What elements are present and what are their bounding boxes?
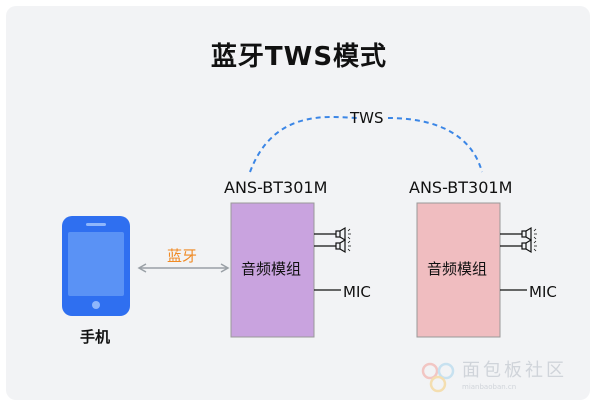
- bluetooth-label: 蓝牙: [167, 247, 198, 265]
- phone-label: 手机: [80, 328, 111, 346]
- right-module-model: ANS-BT301M: [409, 178, 513, 197]
- left-module-model: ANS-BT301M: [224, 178, 328, 197]
- right-speaker-icons: [500, 226, 537, 254]
- left-speaker-icons: [314, 226, 351, 254]
- watermark-text: 面包板社区: [462, 360, 567, 381]
- tws-link-arc: [249, 116, 483, 173]
- left-mic-label: MIC: [343, 283, 371, 301]
- phone-icon: [62, 216, 130, 316]
- right-mic-label: MIC: [529, 283, 557, 301]
- left-module-box: [230, 202, 315, 338]
- watermark-logo-icon: [421, 362, 455, 393]
- tws-label: TWS: [350, 109, 384, 127]
- left-module-text: 音频模组: [241, 260, 302, 278]
- right-module-text: 音频模组: [427, 260, 488, 278]
- page-title: 蓝牙TWS模式: [210, 42, 388, 72]
- watermark-subtext: mianbaoban.cn: [462, 383, 517, 391]
- right-module-box: [416, 202, 501, 338]
- bluetooth-link-arrow: [137, 263, 230, 273]
